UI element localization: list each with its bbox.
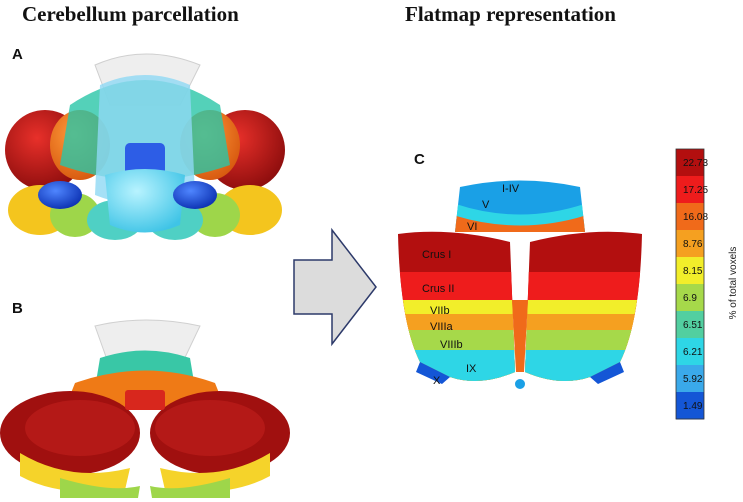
colorbar-cell xyxy=(676,311,704,339)
colorbar-tick-label: 16.08 xyxy=(683,212,708,223)
lobule-VIIIa: VIIIa xyxy=(430,321,454,333)
lobule-X: X xyxy=(433,375,441,387)
colorbar-title: % of total voxels xyxy=(728,247,739,320)
left-heading: Cerebellum parcellation xyxy=(22,2,239,26)
lobule-V: V xyxy=(482,199,490,211)
lobule-VI: VI xyxy=(467,221,477,233)
lobule-CrusI: Crus I xyxy=(422,249,451,261)
colorbar-tick-label: 8.15 xyxy=(683,266,703,277)
lobule-IX: IX xyxy=(466,363,477,375)
lobule-I-IV: I-IV xyxy=(502,183,520,195)
colorbar-cell xyxy=(676,149,704,177)
cerebellum-3d-view-a xyxy=(5,53,285,240)
colorbar-tick-label: 6.21 xyxy=(683,347,703,358)
colorbar-cell xyxy=(676,203,704,231)
colorbar-cell xyxy=(676,176,704,204)
colorbar-cell xyxy=(676,284,704,312)
flatmap-c: I-IV V VI Crus I Crus II VIIb VIIIa VIII… xyxy=(398,180,642,389)
flatmap-arrow xyxy=(293,227,377,347)
lobule-VIIIb: VIIIb xyxy=(440,339,463,351)
panel-label-c: C xyxy=(414,151,425,168)
panel-label-b: B xyxy=(12,300,23,317)
colorbar-cell xyxy=(676,392,704,420)
right-heading: Flatmap representation xyxy=(405,2,616,26)
colorbar-cell xyxy=(676,365,704,393)
panel-label-a: A xyxy=(12,46,23,63)
colorbar-tick-label: 6.51 xyxy=(683,320,703,331)
lobule-CrusII: Crus II xyxy=(422,283,454,295)
colorbar-tick-label: 1.49 xyxy=(683,401,703,412)
colorbar-tick-label: 22.73 xyxy=(683,158,708,169)
colorbar-tick-label: 8.76 xyxy=(683,239,703,250)
colorbar-cell xyxy=(676,338,704,366)
colorbar-tick-label: 6.9 xyxy=(683,293,697,304)
colorbar: 22.73 17.25 16.08 8.76 8.15 6.9 6.51 6.21 5.92 1.… xyxy=(675,148,739,420)
colorbar-cell xyxy=(676,230,704,258)
colorbar-tick-label: 17.25 xyxy=(683,185,708,196)
lobule-VIIb: VIIb xyxy=(430,305,450,317)
cerebellum-3d-view-b xyxy=(0,319,290,498)
colorbar-tick-label: 5.92 xyxy=(683,374,703,385)
colorbar-cell xyxy=(676,257,704,285)
